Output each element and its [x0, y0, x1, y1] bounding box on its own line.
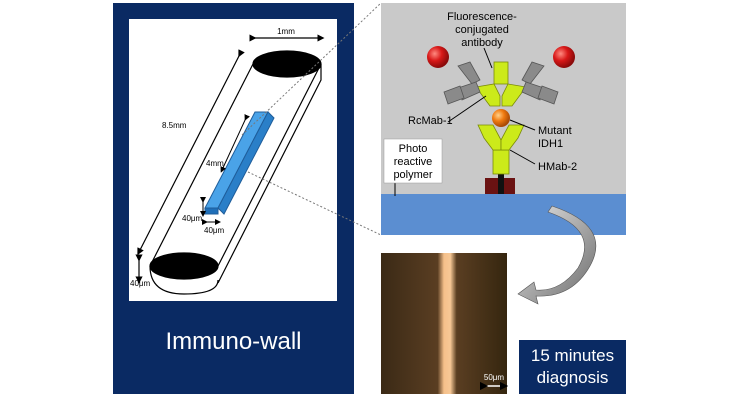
hmab-label: HMab-2 [538, 161, 577, 173]
bottom-outlet-ellipse [150, 253, 218, 279]
fluorescence-antibody-right [522, 62, 558, 104]
rcmab-label: RcMab-1 [408, 115, 453, 127]
mutant-label-2: IDH1 [538, 138, 563, 150]
dim-label-top: 1mm [277, 27, 295, 36]
mutant-label-1: Mutant [538, 125, 572, 137]
dim-label-inner-w: 40μm [204, 226, 225, 235]
dim-label-inner-h: 40μm [182, 214, 203, 223]
fluorophore-left [427, 46, 449, 68]
fluor-label-2: conjugated [455, 24, 509, 36]
dim-label-bottom: 40μm [130, 279, 151, 288]
fluorophore-right [553, 46, 575, 68]
rcmab1-antibody [476, 62, 526, 106]
scale-bar-label: 50μm [484, 373, 505, 382]
zoom-line-bottom [248, 172, 381, 235]
fluor-label-1: Fluorescence- [447, 11, 517, 23]
mutant-idh1-sphere [492, 109, 510, 127]
fluorescence-antibody-left [444, 62, 480, 104]
dim-label-length: 8.5mm [162, 121, 187, 130]
hmab2-antibody [478, 125, 524, 174]
polymer-label-3: polymer [393, 169, 432, 181]
polymer-label-2: reactive [394, 156, 433, 168]
top-inlet-ellipse [253, 51, 321, 77]
anchor-linker [498, 172, 504, 194]
fluor-label-3: antibody [461, 37, 503, 49]
dim-label-inner-length: 4mm [206, 159, 224, 168]
polymer-label-1: Photo [399, 143, 428, 155]
polymer-labels: Photo reactive polymer [393, 143, 432, 181]
